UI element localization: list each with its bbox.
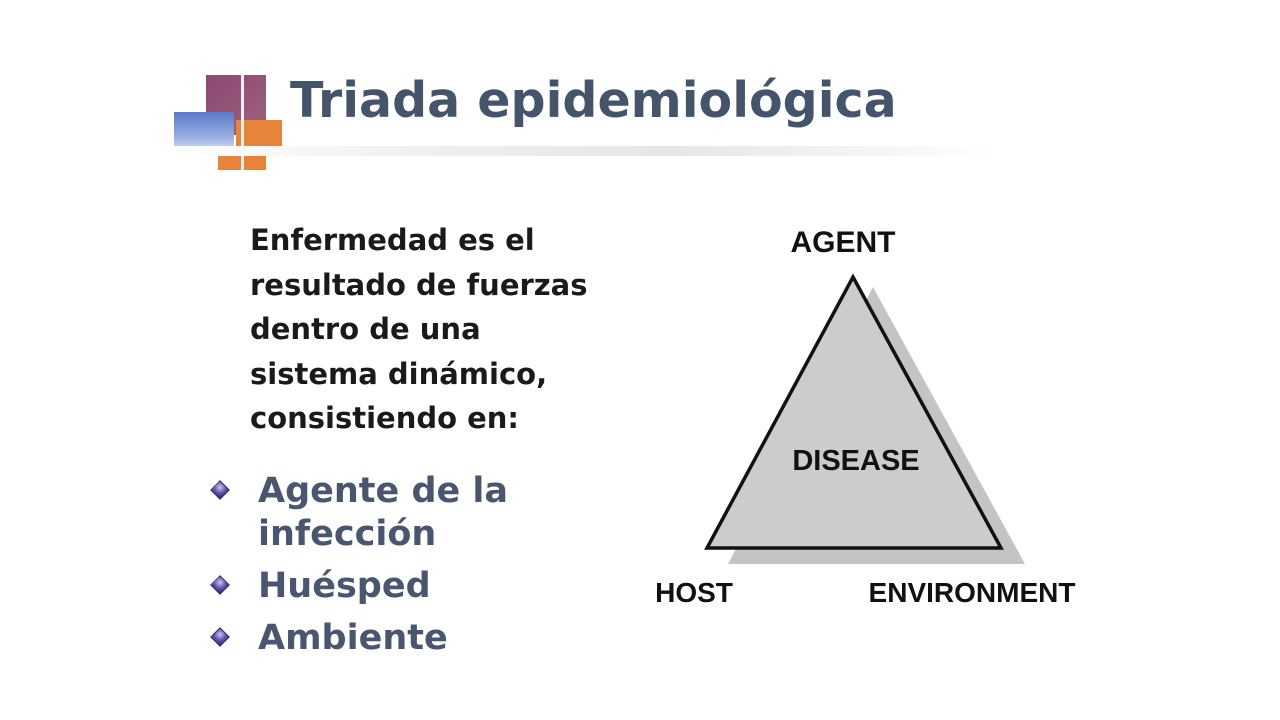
diamond-bullet-icon <box>211 481 229 499</box>
agent-label: AGENT <box>791 226 896 259</box>
bullet-text: Ambiente <box>258 618 448 658</box>
page-title: Triada epidemiológica <box>290 72 897 129</box>
environment-label: ENVIRONMENT <box>869 577 1076 608</box>
bullet-item-environment: Ambiente <box>210 617 508 660</box>
title-underline <box>170 146 1000 156</box>
bullet-text: Agente de la <box>258 471 509 511</box>
bullet-text: Huésped <box>258 566 431 606</box>
logo-divider-vertical <box>241 62 244 174</box>
bullet-item-agent: Agente de la infección <box>210 470 508 556</box>
disease-label: DISEASE <box>792 445 919 477</box>
diamond-bullet-icon <box>211 576 229 594</box>
intro-line: resultado de fuerzas <box>250 267 588 302</box>
bullet-text: infección <box>258 514 437 554</box>
intro-line: sistema dinámico, <box>250 356 548 391</box>
intro-text: Enfermedad es el resultado de fuerzas de… <box>250 218 650 441</box>
intro-line: dentro de una <box>250 312 481 346</box>
triangle <box>704 273 1004 550</box>
host-label: HOST <box>655 577 733 608</box>
bullet-list: Agente de la infección Huésped Ambiente <box>210 470 508 669</box>
diamond-bullet-icon <box>211 628 229 646</box>
intro-line: consistiendo en: <box>250 401 520 435</box>
bullet-item-host: Huésped <box>210 565 508 608</box>
epidemiological-triad-diagram: AGENT DISEASE HOST ENVIRONMENT <box>655 226 1076 608</box>
intro-line: Enfermedad es el <box>250 223 535 257</box>
